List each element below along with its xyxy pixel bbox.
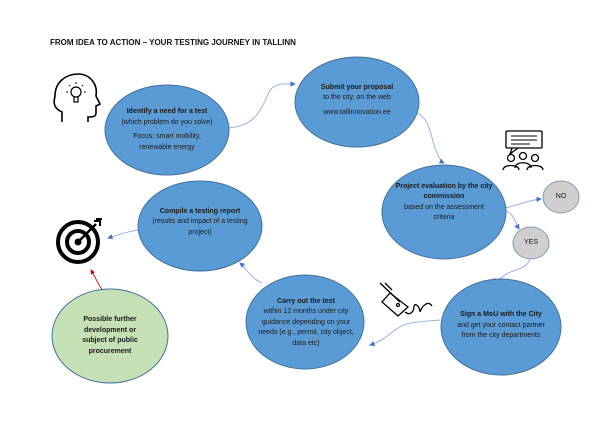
evaluation-desc: based on the assessment criteria bbox=[404, 203, 484, 222]
arrow-evaluation-yes bbox=[504, 209, 520, 230]
ellipse-submit bbox=[294, 56, 420, 148]
outcome-no: NO bbox=[543, 190, 579, 204]
ellipse-mou bbox=[440, 278, 562, 376]
compile-title: Compile a testing report bbox=[159, 207, 241, 215]
mou-title: Sign a MoU with the City bbox=[460, 311, 542, 319]
arrow-identify-submit bbox=[227, 81, 296, 129]
arrow-mou-carry bbox=[369, 319, 441, 347]
further-title: Possible further development or subject … bbox=[82, 316, 138, 355]
compile-desc: (results and impact of a testing project… bbox=[152, 218, 248, 236]
step-submit: Submit your proposal to the city, on the … bbox=[305, 78, 409, 123]
fountain-pen-signature-icon bbox=[379, 282, 433, 317]
step-evaluation: Project evaluation by the city commissio… bbox=[393, 180, 495, 225]
mou-desc: and get your contact partner from the ci… bbox=[457, 321, 545, 340]
step-carry-out: Carry out the test within 12 months under… bbox=[256, 290, 356, 356]
step-mou: Sign a MoU with the City and get your co… bbox=[455, 300, 547, 352]
ellipse-carry bbox=[245, 274, 365, 370]
identify-focus: Focus: smart mobility, renewable energy bbox=[133, 133, 201, 151]
page-title: FROM IDEA TO ACTION – YOUR TESTING JOURN… bbox=[50, 38, 296, 47]
ellipse-no bbox=[542, 180, 580, 214]
ellipse-yes bbox=[512, 226, 550, 260]
outcome-yes: YES bbox=[513, 236, 549, 250]
ellipse-compile bbox=[137, 180, 263, 272]
ellipse-identify bbox=[104, 84, 230, 176]
submit-title: Submit your proposal bbox=[320, 83, 394, 91]
evaluation-title: Project evaluation by the city commissio… bbox=[395, 182, 493, 201]
ellipse-further bbox=[51, 288, 169, 384]
step-further: Possible further development or subject … bbox=[72, 310, 148, 362]
arrow-evaluation-no bbox=[504, 196, 542, 209]
carry-desc: within 12 months under city guidance dep… bbox=[258, 308, 354, 347]
head-lightbulb-icon bbox=[53, 73, 102, 122]
arrow-compile-target bbox=[107, 229, 139, 240]
yes-label: YES bbox=[523, 238, 538, 246]
identify-title: Identify a need for a test bbox=[126, 108, 208, 115]
arrow-submit-evaluation bbox=[416, 112, 445, 164]
identify-desc: (which problem do you solve) bbox=[121, 118, 213, 126]
people-discussion-icon bbox=[502, 130, 544, 171]
step-identify: Identify a need for a test (which proble… bbox=[118, 95, 216, 165]
step-compile: Compile a testing report (results and im… bbox=[150, 200, 250, 245]
submit-desc: to the city, on the web bbox=[323, 94, 391, 102]
arrow-carry-compile bbox=[239, 262, 263, 284]
no-label: NO bbox=[555, 192, 567, 200]
submit-url-link[interactable]: www.tallinnovation.ee bbox=[323, 108, 391, 116]
ellipse-evaluation bbox=[381, 164, 507, 260]
carry-title: Carry out the test bbox=[277, 297, 335, 305]
target-icon bbox=[56, 218, 102, 264]
